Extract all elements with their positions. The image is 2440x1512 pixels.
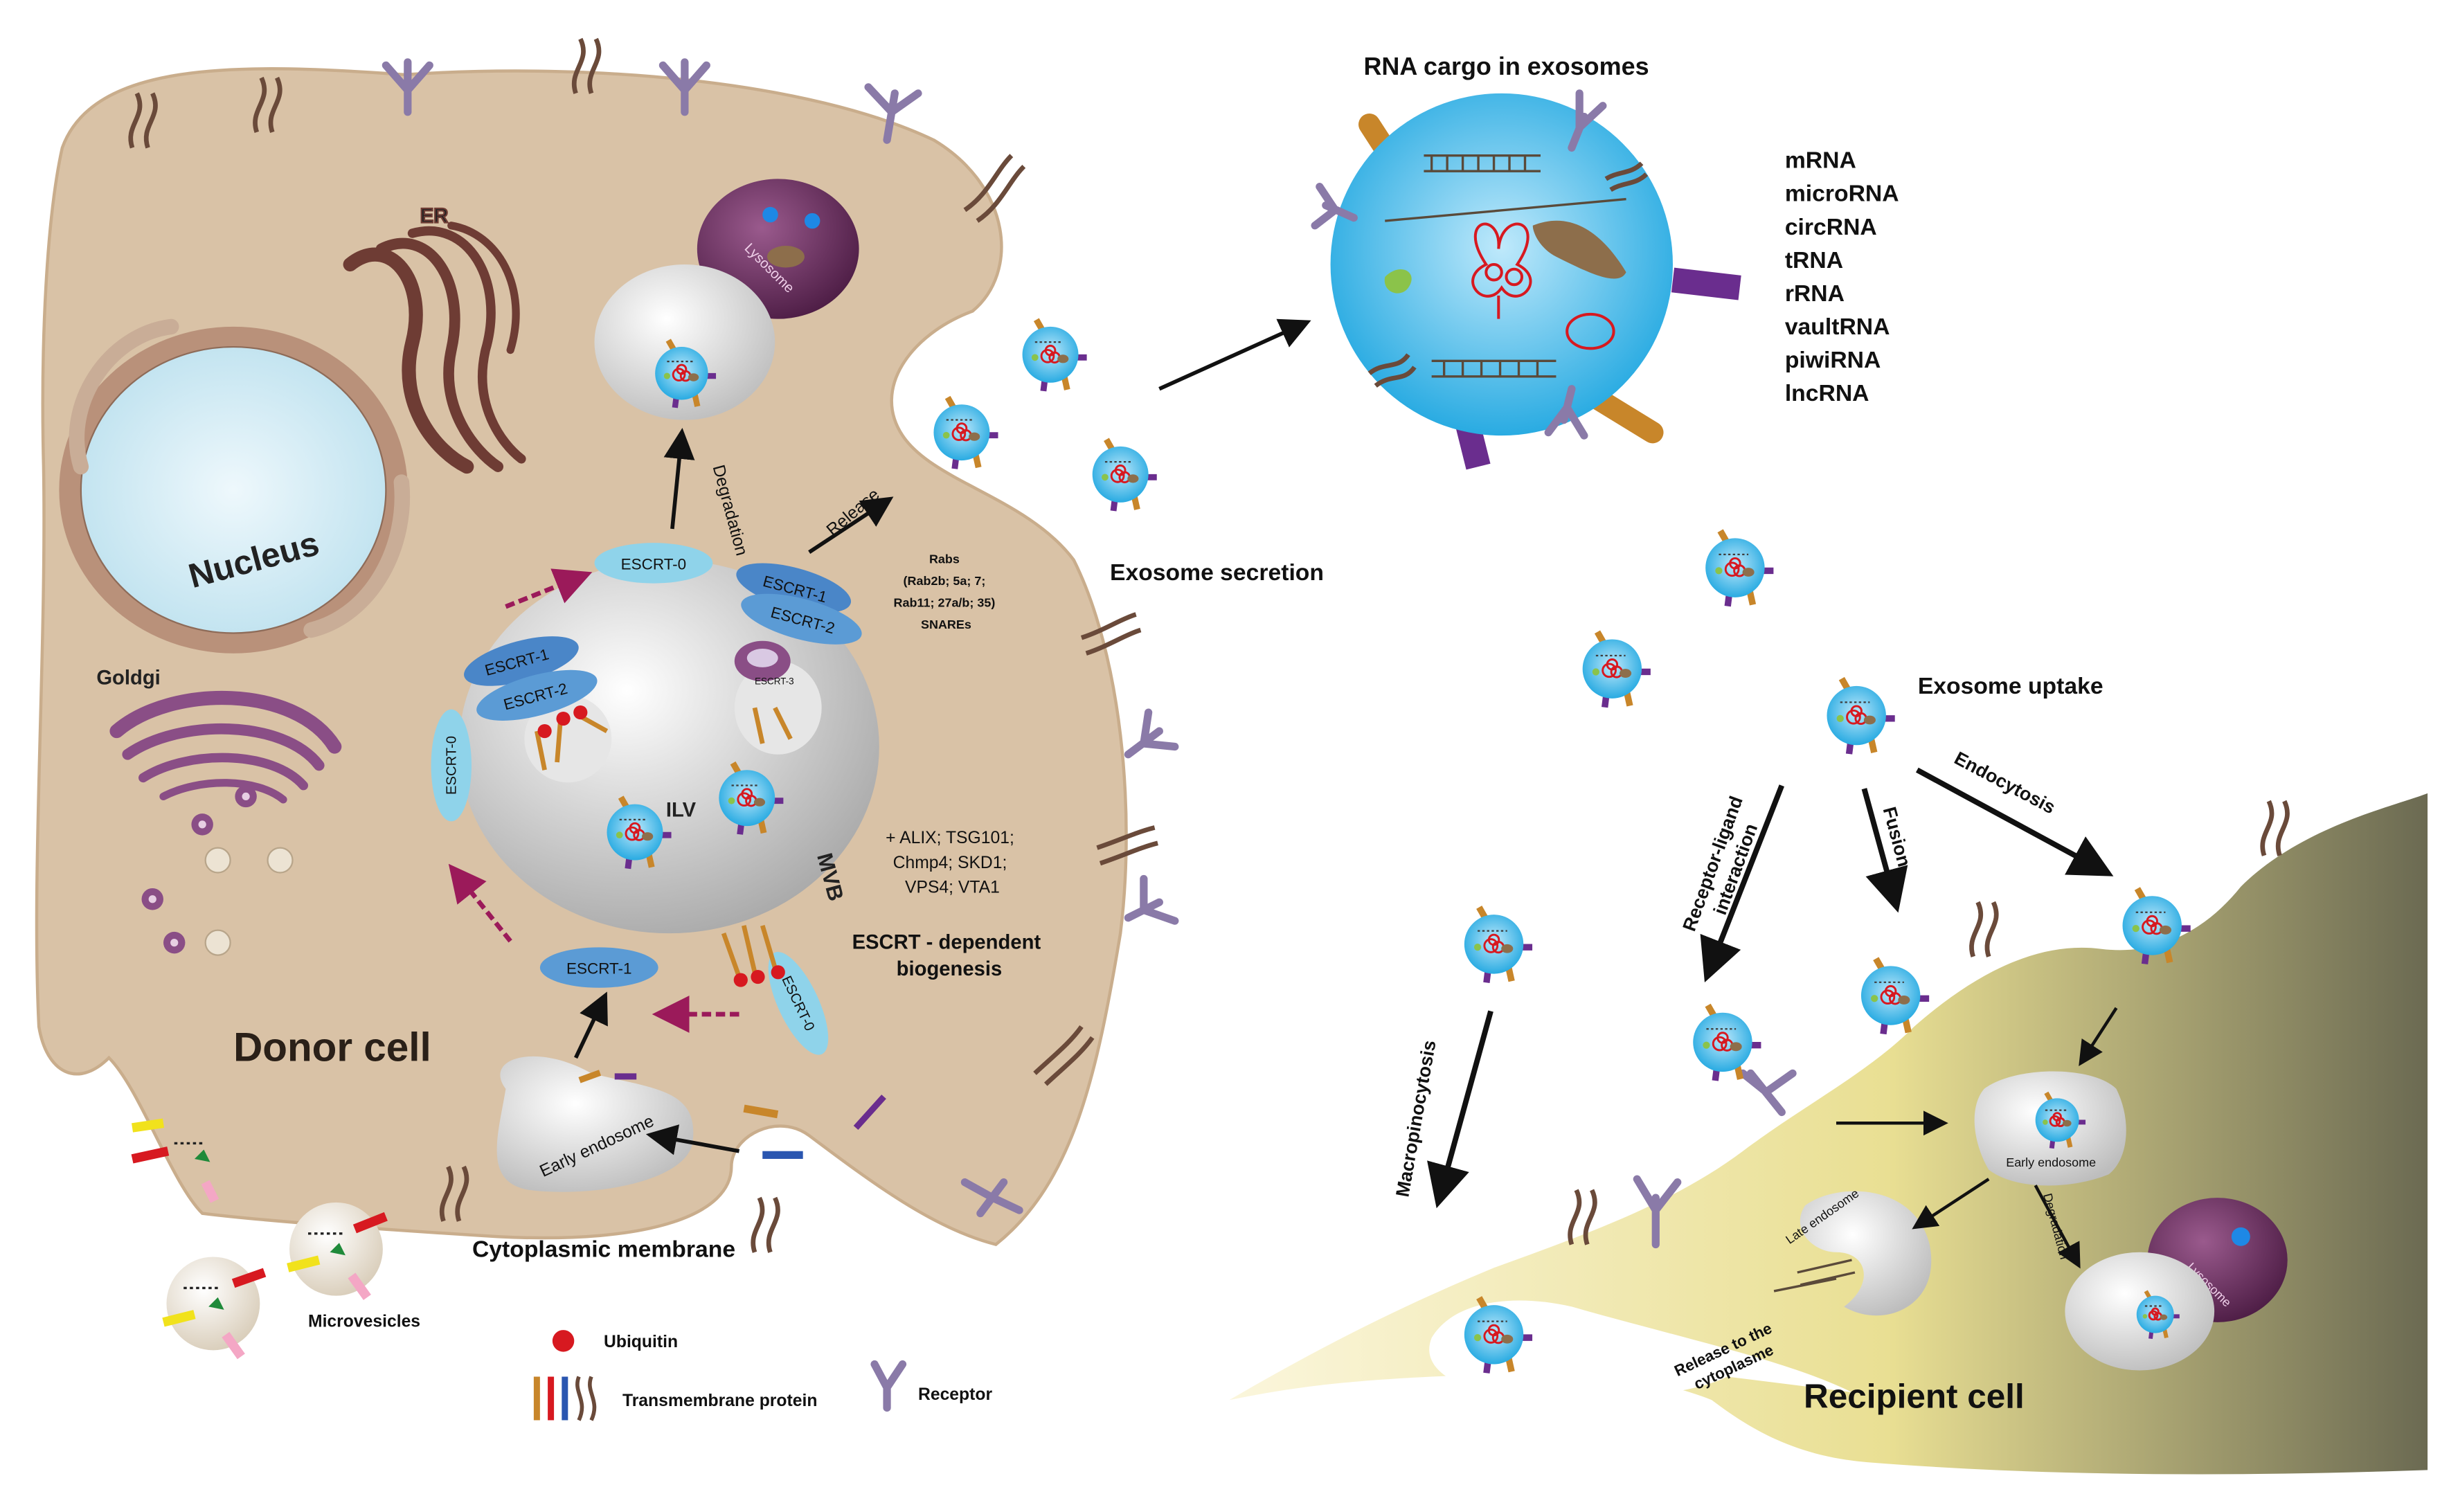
escrt-dep-line-2: biogenesis bbox=[897, 958, 1003, 980]
rna-type-item: mRNA bbox=[1785, 147, 1856, 174]
recipient-membrane-proteins bbox=[1568, 800, 2290, 1245]
rabs-line-4: SNAREs bbox=[921, 618, 971, 631]
pathway-arrows-donor bbox=[574, 318, 1311, 1155]
golgi-vesicles bbox=[141, 785, 294, 956]
exosome bbox=[2122, 887, 2191, 964]
escrt0-top-label: ESCRT-0 bbox=[621, 555, 686, 573]
microvesicle bbox=[131, 1118, 219, 1203]
rna-type-item: tRNA bbox=[1785, 247, 1843, 273]
rna-type-item: circRNA bbox=[1785, 214, 1877, 240]
rna-type-item: vaultRNA bbox=[1785, 314, 1890, 340]
escrt-dep-line-1: ESCRT - dependent bbox=[852, 932, 1041, 954]
microvesicles: Microvesicles bbox=[131, 1118, 420, 1360]
exosome bbox=[1693, 1003, 1761, 1081]
microvesicle bbox=[287, 1202, 388, 1300]
exosome bbox=[655, 339, 717, 408]
microvesicle bbox=[162, 1257, 267, 1360]
alix-line-3: VPS4; VTA1 bbox=[905, 879, 1000, 897]
exosome bbox=[1464, 1296, 1533, 1374]
escrt1-bottom-label: ESCRT-1 bbox=[566, 960, 631, 978]
ilv-label: ILV bbox=[666, 800, 697, 822]
pathway-arrows-recipient-thin bbox=[1836, 1007, 2118, 1269]
exosome bbox=[719, 761, 784, 835]
rna-type-item: rRNA bbox=[1785, 280, 1845, 307]
escrt-dependent-note: ESCRT - dependent biogenesis bbox=[852, 932, 1047, 980]
alix-note: + ALIX; TSG101; Chmp4; SKD1; VPS4; VTA1 bbox=[886, 829, 1019, 897]
lysosome-recipient: Lysosome bbox=[2065, 1198, 2288, 1371]
trafficking-arrows bbox=[448, 568, 739, 1033]
exosome-uptake-label: Exosome uptake bbox=[1918, 673, 2103, 699]
exosome bbox=[607, 795, 672, 870]
lysosome-donor: Lysosome bbox=[594, 179, 859, 420]
membrane-cargo-entry bbox=[743, 1095, 886, 1159]
escrt-complexes: ESCRT-0 ESCRT-1 ESCRT-2 ESCRT-1 ESCRT-2 … bbox=[431, 543, 862, 1055]
microvesicles-label: Microvesicles bbox=[308, 1313, 420, 1331]
escrt0-left-label: ESCRT-0 bbox=[445, 736, 460, 795]
receptor-legend-icon bbox=[870, 1360, 907, 1412]
donor-membrane-receptors bbox=[382, 58, 1179, 1218]
exosome bbox=[1860, 957, 1930, 1035]
donor-cell: Nucleus ER Goldgi bbox=[35, 37, 1179, 1253]
recipient-membrane-receptors bbox=[1633, 1069, 1797, 1249]
golgi-apparatus: Goldgi bbox=[96, 667, 342, 804]
nucleus: Nucleus bbox=[59, 318, 411, 654]
early-endosome-recipient-label: Early endosome bbox=[2006, 1155, 2096, 1169]
transmembrane-protein-legend-icon bbox=[533, 1376, 597, 1421]
rabs-line-3: Rab11; 27a/b; 35) bbox=[894, 595, 996, 609]
cytoplasmic-membrane-label: Cytoplasmic membrane bbox=[472, 1236, 735, 1263]
rna-cargo-title: RNA cargo in exosomes bbox=[1363, 52, 1649, 80]
endoplasmic-reticulum: ER bbox=[343, 204, 526, 474]
exosome bbox=[1022, 318, 1087, 392]
rabs-note: Rabs (Rab2b; 5a; 7; Rab11; 27a/b; 35) SN… bbox=[894, 552, 999, 631]
rna-type-item: lncRNA bbox=[1785, 380, 1869, 406]
uptake-exosomes bbox=[1464, 529, 2191, 1374]
alix-line-2: Chmp4; SKD1; bbox=[893, 854, 1007, 872]
mvb-cargo-proteins bbox=[535, 705, 793, 987]
recipient-cell-title: Recipient cell bbox=[1804, 1377, 2025, 1415]
donor-cell-title: Donor cell bbox=[233, 1025, 431, 1070]
escrt3-label: ESCRT-3 bbox=[755, 676, 794, 687]
donor-membrane-proteins bbox=[128, 37, 1158, 1253]
rabs-line-1: Rabs bbox=[929, 552, 960, 566]
rna-type-item: microRNA bbox=[1785, 181, 1899, 207]
exosome bbox=[1827, 676, 1895, 755]
exosome bbox=[1705, 529, 1774, 607]
legend-transmembrane: Transmembrane protein bbox=[622, 1392, 817, 1410]
exosome bbox=[1092, 438, 1157, 512]
macropinocytosis-label: Macropinocytosis bbox=[1392, 1038, 1439, 1198]
secreted-exosomes bbox=[607, 318, 1157, 870]
receptor-ligand-label: Receptor-ligand interaction bbox=[1679, 789, 1771, 942]
legend: Ubiquitin Transmembrane protein Receptor bbox=[533, 1330, 992, 1421]
rna-type-item: piwiRNA bbox=[1785, 347, 1881, 373]
early-endosome: Early endosome bbox=[496, 1056, 694, 1192]
exosome bbox=[2035, 1091, 2086, 1149]
exosome bbox=[2136, 1290, 2180, 1340]
alix-line-1: + ALIX; TSG101; bbox=[886, 829, 1014, 847]
ubiquitin-legend-icon bbox=[552, 1330, 575, 1352]
pathway-arrows-recipient bbox=[1427, 767, 2114, 1209]
golgi-label: Goldgi bbox=[96, 667, 160, 690]
er-label: ER bbox=[420, 205, 449, 227]
rna-type-list: mRNA microRNA circRNA tRNA rRNA vaultRNA piwiR… bbox=[1785, 147, 1899, 407]
exosome-secretion-label: Exosome secretion bbox=[1110, 559, 1324, 586]
rabs-line-2: (Rab2b; 5a; 7; bbox=[904, 574, 986, 588]
rna-cargo-exosome: RNA cargo in exosomes bbox=[1311, 52, 1741, 470]
legend-receptor: Receptor bbox=[918, 1385, 992, 1404]
exosome bbox=[933, 395, 998, 469]
exosome bbox=[1464, 906, 1533, 983]
exosome bbox=[1582, 630, 1651, 708]
endocytosis-label: Endocytosis bbox=[1951, 748, 2059, 818]
legend-ubiquitin: Ubiquitin bbox=[604, 1333, 678, 1351]
